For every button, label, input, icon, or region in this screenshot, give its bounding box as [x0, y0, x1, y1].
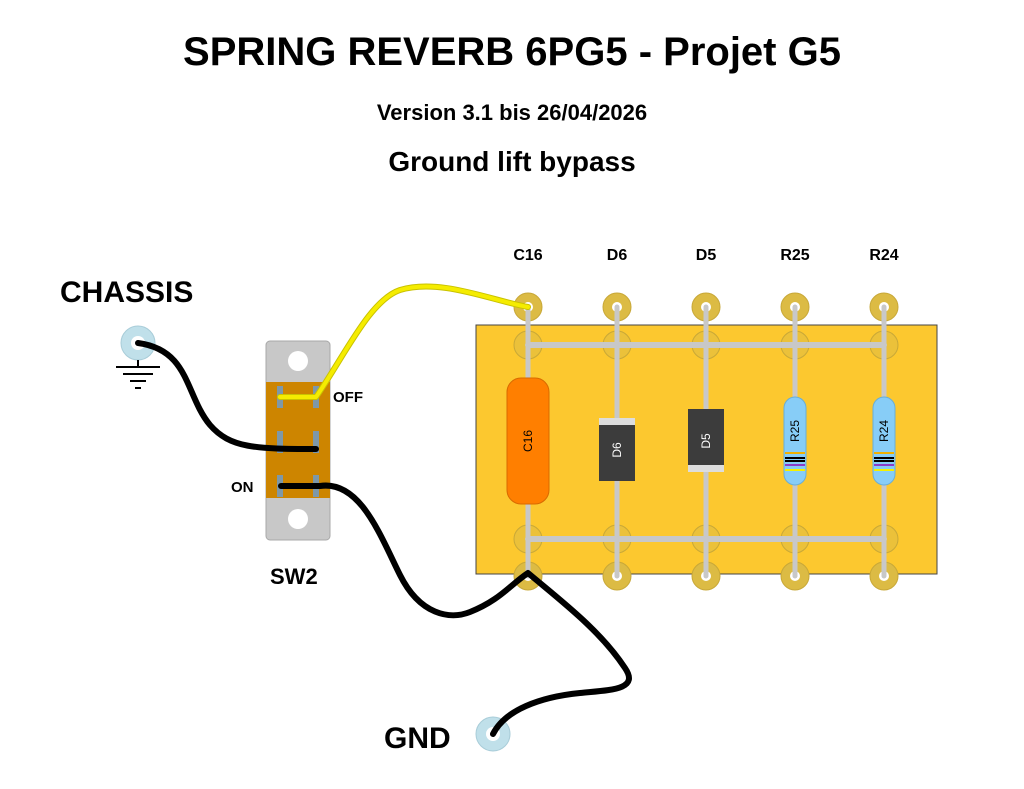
- component-header-r25: R25: [780, 247, 809, 264]
- wire-chassis-to-switch[interactable]: [135, 340, 319, 452]
- resistor-band: [874, 464, 894, 466]
- component-body-label: C16: [521, 430, 535, 452]
- version-label: Version 3.1 bis 26/04/2026: [376, 100, 648, 125]
- ground-symbol-icon: [116, 360, 160, 389]
- component-r25[interactable]: R25: [783, 396, 807, 486]
- component-body-label: R25: [788, 420, 802, 442]
- resistor-band: [874, 469, 894, 471]
- component-header-d6: D6: [607, 247, 628, 264]
- resistor-band: [874, 460, 894, 462]
- component-d6[interactable]: D6: [599, 418, 635, 481]
- component-c16[interactable]: C16: [506, 377, 550, 505]
- resistor-band: [874, 452, 894, 454]
- resistor-band: [874, 457, 894, 459]
- resistor-band: [785, 464, 805, 466]
- chassis-label: CHASSIS: [60, 276, 193, 309]
- page-title: SPRING REVERB 6PG5 - Projet G5: [183, 30, 841, 74]
- component-header-c16: C16: [513, 247, 542, 264]
- resistor-band: [785, 469, 805, 471]
- component-body-label: D5: [699, 433, 713, 449]
- switch-sw2[interactable]: [265, 340, 331, 541]
- switch-off-label: OFF: [333, 389, 363, 406]
- resistor-band: [785, 460, 805, 462]
- gnd-label: GND: [384, 722, 451, 755]
- wire-switch-to-gnd[interactable]: [278, 482, 632, 737]
- component-header-d5: D5: [696, 247, 717, 264]
- component-d5[interactable]: D5: [688, 409, 724, 472]
- component-body-label: R24: [877, 420, 891, 442]
- component-body-label: D6: [610, 442, 624, 458]
- diagram-subtitle: Ground lift bypass: [388, 146, 636, 177]
- wire-switch-to-c16[interactable]: [278, 284, 530, 399]
- component-header-r24: R24: [869, 247, 898, 264]
- resistor-band: [785, 457, 805, 459]
- component-r24[interactable]: R24: [872, 396, 896, 486]
- resistor-band: [785, 452, 805, 454]
- switch-on-label: ON: [231, 479, 254, 496]
- switch-name-label: SW2: [270, 564, 318, 589]
